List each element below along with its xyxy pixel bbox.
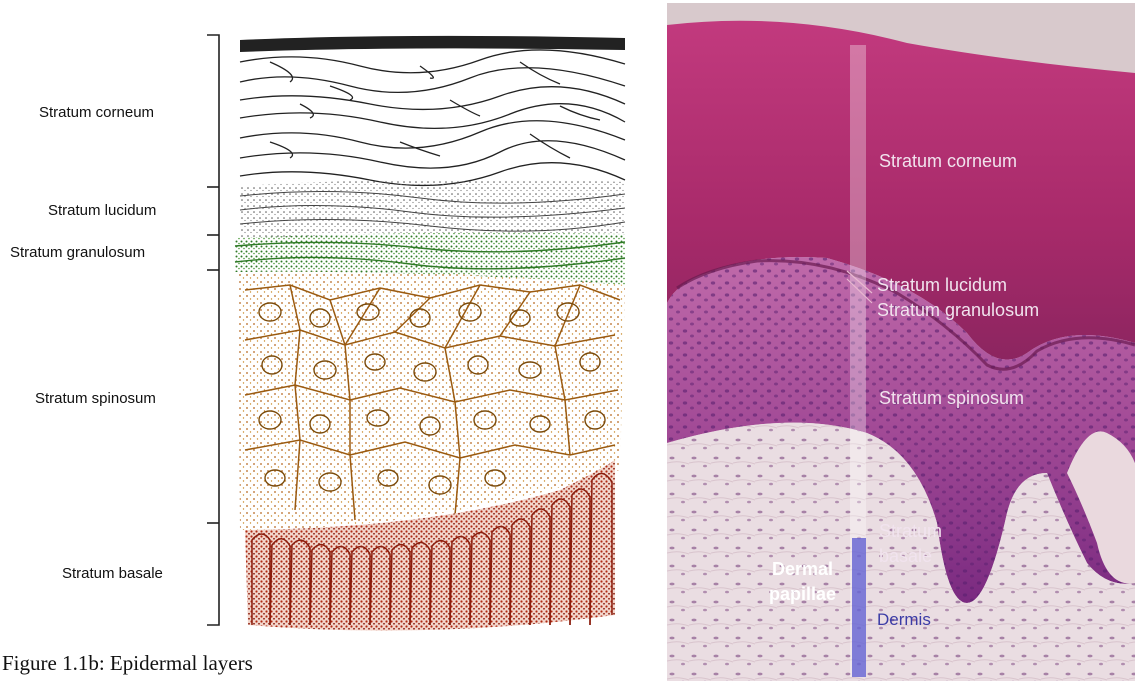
micro-label-dermis: Dermis	[877, 610, 931, 630]
micro-label-stratum-corneum: Stratum corneum	[879, 150, 1017, 172]
micro-label-stratum-lucidum: Stratum lucidum	[877, 274, 1007, 296]
skin-micrograph: Stratum corneum Stratum lucidum Stratum …	[667, 3, 1135, 681]
corneum-top-band	[240, 36, 625, 52]
epidermis-diagram: Stratum corneum Stratum lucidum Stratum …	[0, 0, 650, 681]
dermis-marker-bar	[852, 538, 866, 677]
label-stratum-spinosum: Stratum spinosum	[35, 390, 156, 407]
micro-label-stratum-granulosum: Stratum granulosum	[877, 299, 1039, 321]
label-stratum-granulosum: Stratum granulosum	[10, 244, 145, 261]
micrograph-image	[667, 3, 1135, 681]
label-stratum-corneum: Stratum corneum	[39, 104, 154, 121]
micro-label-dermal-line2: papillae	[769, 583, 836, 605]
micro-label-dermal-line1: Dermal	[772, 558, 833, 580]
figure-caption: Figure 1.1b: Epidermal layers	[2, 651, 253, 676]
label-stratum-lucidum: Stratum lucidum	[48, 202, 156, 219]
micro-label-stratum-spinosum: Stratum spinosum	[879, 387, 1024, 409]
micro-label-stratum-basale-line2: basale	[879, 545, 932, 567]
label-stratum-basale: Stratum basale	[62, 565, 163, 582]
corneum-cells	[240, 50, 625, 186]
layer-brackets	[207, 35, 219, 625]
micro-label-stratum-basale-line1: Stratum	[879, 520, 942, 542]
